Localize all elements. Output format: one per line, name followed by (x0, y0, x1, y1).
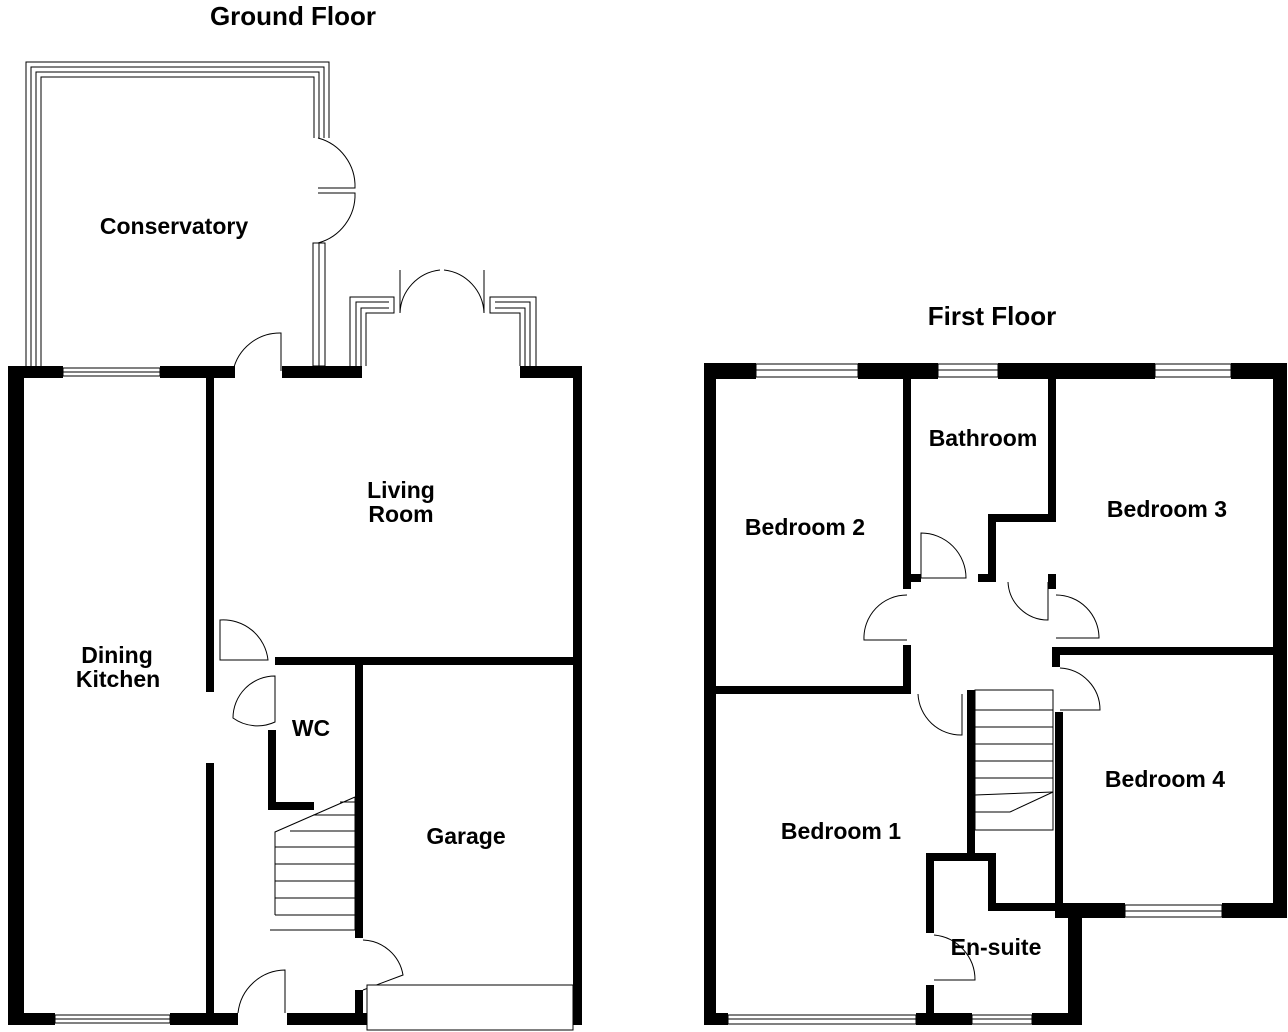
door-bedroom-1 (917, 693, 963, 736)
wall-south-1 (8, 1013, 55, 1025)
wall-stair-west (967, 690, 975, 855)
garage-door (366, 984, 574, 1031)
wall-bed4-west (1055, 712, 1063, 903)
wall-ff-south-3 (1032, 1013, 1082, 1025)
room-label-bedroom-4: Bedroom 4 (1105, 766, 1225, 792)
wall-north-4 (520, 366, 582, 378)
room-label-dining-line2: Kitchen (76, 666, 160, 692)
wall-cupboard-south (978, 574, 996, 582)
wall-east (573, 366, 582, 1025)
wall-garage-west (355, 665, 363, 938)
wall-ff-east (1273, 363, 1287, 918)
room-label-bedroom-2: Bedroom 2 (745, 514, 865, 540)
wall-cupboard-west (988, 514, 996, 582)
wall-bathroom-east (1048, 379, 1056, 522)
window-kitchen-south (54, 1014, 171, 1024)
window-bedroom-2 (755, 363, 859, 378)
wall-ensuite-north-2 (988, 903, 1068, 911)
wall-wc-south (268, 802, 314, 810)
room-label-bathroom: Bathroom (929, 425, 1038, 451)
wall-bed2-east-lower (903, 645, 911, 694)
wall-bed2-east-upper (903, 379, 911, 589)
wall-garage-west-low (355, 990, 363, 1013)
wall-ff-south-2 (916, 1013, 972, 1025)
wall-ff-north-3 (998, 363, 1155, 379)
room-label-bedroom-3: Bedroom 3 (1107, 496, 1227, 522)
room-label-living-line1: Living (367, 477, 435, 503)
wall-ensuite-west-lower (926, 985, 934, 1013)
wall-living-south (275, 657, 573, 665)
door-wc (232, 675, 276, 727)
first-floor-plan: First Floor Bathroom Bedroom 2 Bedroom 3… (704, 301, 1287, 1025)
window-bedroom-3 (1154, 363, 1232, 378)
door-bedroom-2 (863, 594, 908, 641)
wall-ensuite-north (926, 853, 992, 861)
first-floor-title: First Floor (928, 301, 1057, 331)
wall-north-2 (160, 366, 235, 378)
wall-ensuite-east-upper (988, 853, 996, 910)
window-bathroom (937, 363, 999, 378)
room-label-garage: Garage (426, 823, 505, 849)
stairs-first (974, 689, 1054, 831)
wall-ff-ensuite-east (1068, 903, 1082, 1025)
wall-cupboard-north (988, 514, 1056, 522)
door-cupboard (1007, 581, 1049, 621)
door-bedroom-3 (1055, 594, 1100, 639)
room-label-wc: WC (292, 715, 330, 741)
ground-floor-plan: Ground Floor Conservatory Living Room Di… (8, 1, 582, 1031)
door-bathroom (920, 532, 967, 579)
window-bedroom-4 (1124, 904, 1223, 918)
wall-ff-south-bed4-2 (1222, 903, 1287, 918)
window-bedroom-1 (727, 1014, 917, 1025)
room-label-dining-line1: Dining (81, 642, 153, 668)
door-bedroom-4 (1059, 667, 1101, 711)
room-label-ensuite: En-suite (951, 934, 1042, 960)
wall-ff-north-1 (704, 363, 756, 379)
conservatory-frame (25, 61, 330, 367)
wall-bathroom-south-stub (911, 574, 921, 582)
wall-bed3-door-stub (1048, 574, 1056, 589)
wall-kitchen-hall-lower (206, 763, 214, 1013)
wall-kitchen-living-upper (206, 378, 214, 692)
room-label-conservatory: Conservatory (100, 213, 248, 239)
window-ensuite (971, 1014, 1033, 1025)
wall-ff-west (704, 363, 716, 1025)
door-hall-living (219, 619, 269, 661)
wall-south-3 (287, 1013, 367, 1025)
wall-ff-north-2 (858, 363, 938, 379)
door-garage-internal (362, 939, 404, 991)
wall-ensuite-west-upper (926, 853, 934, 933)
door-living-conservatory (232, 332, 282, 372)
room-label-living-line2: Room (368, 501, 433, 527)
room-label-bedroom-1: Bedroom 1 (781, 818, 901, 844)
door-ensuite (933, 934, 976, 981)
wall-bed4-door-stub (1052, 647, 1060, 667)
window-kitchen-north (62, 367, 161, 377)
door-conservatory-french (317, 137, 356, 244)
wall-north-1 (8, 366, 63, 378)
wall-wc-west (268, 730, 276, 810)
ground-floor-title: Ground Floor (210, 1, 376, 31)
wall-bed2-south (716, 686, 910, 694)
wall-south-2 (170, 1013, 238, 1025)
stairs-ground (270, 796, 356, 931)
wall-dining-west (8, 366, 24, 1025)
door-front (237, 969, 286, 1014)
wall-ff-south-1 (704, 1013, 728, 1025)
living-bay-window (349, 269, 537, 366)
wall-bed3-south (1056, 647, 1273, 655)
wall-north-3 (282, 366, 362, 378)
